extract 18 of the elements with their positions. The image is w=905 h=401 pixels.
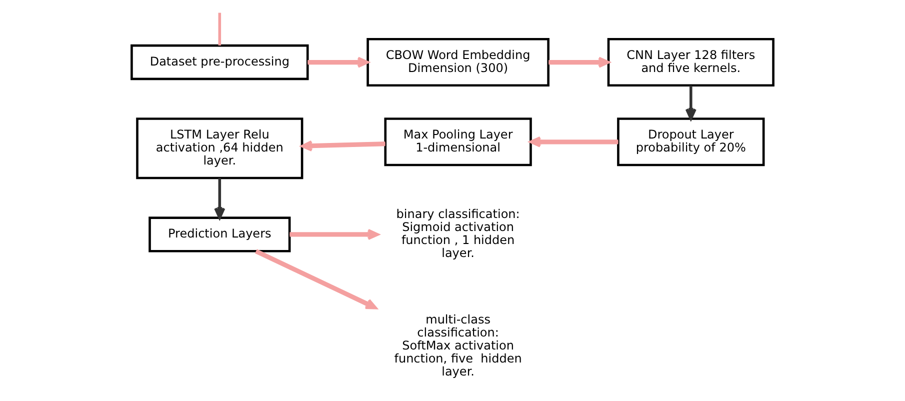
node-box: Max Pooling Layer 1-dimensional bbox=[384, 118, 532, 166]
node-box: CNN Layer 128 filters and five kernels. bbox=[607, 38, 774, 87]
connector bbox=[218, 12, 222, 46]
node-box: LSTM Layer Relu activation ,64 hidden layer. bbox=[136, 118, 304, 180]
node-box: CBOW Word Embedding Dimension (300) bbox=[366, 38, 550, 87]
arrow bbox=[255, 249, 377, 310]
node-box: Dataset pre-processing bbox=[130, 44, 309, 80]
arrow bbox=[548, 56, 610, 68]
node-text: multi-class classification: SoftMax activation function, five hidden layer. bbox=[394, 312, 522, 379]
arrow bbox=[214, 178, 226, 220]
arrow bbox=[529, 136, 618, 148]
arrow bbox=[308, 56, 369, 68]
arrow bbox=[290, 228, 379, 240]
arrow bbox=[685, 86, 696, 120]
node-box: Prediction Layers bbox=[148, 216, 291, 252]
arrow bbox=[300, 140, 386, 152]
node-box: Dropout Layer probability of 20% bbox=[617, 118, 765, 166]
node-text: binary classification: Sigmoid activation function , 1 hidden layer. bbox=[396, 207, 520, 260]
